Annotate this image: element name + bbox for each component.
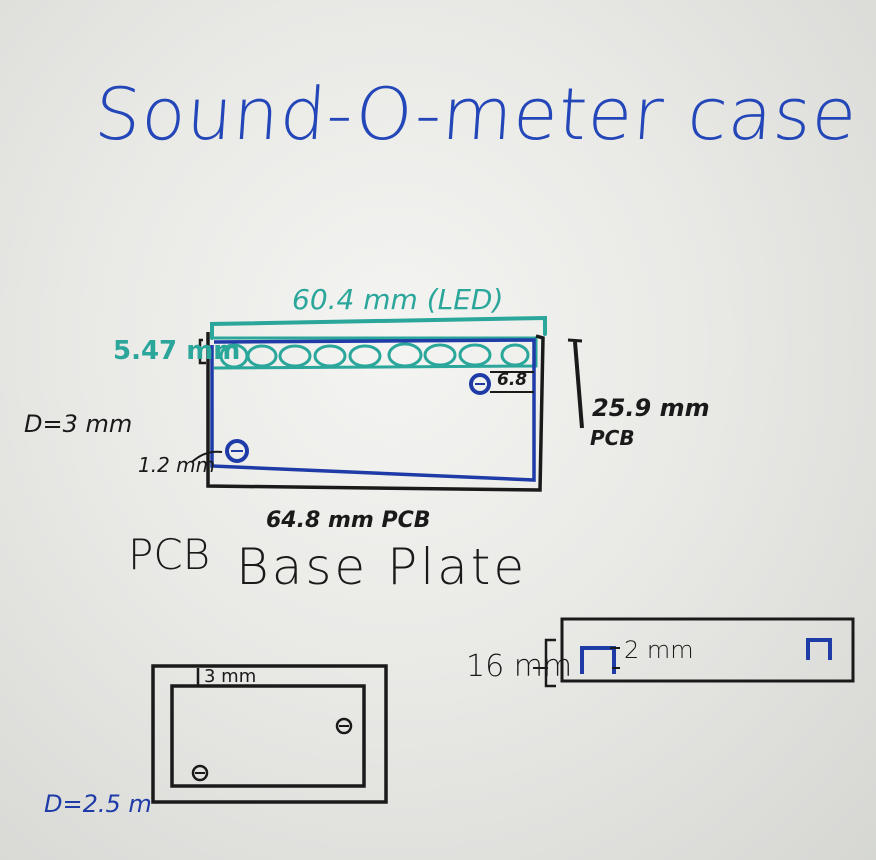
pcb-label: PCB xyxy=(128,530,211,579)
profile-height-label: 16 mm xyxy=(466,649,573,684)
hole-diameter-label: D=3 mm xyxy=(24,410,133,438)
wall-thickness-label: 3 mm xyxy=(204,666,257,687)
base-hole-diameter-label: D=2.5 m xyxy=(44,790,152,818)
height-label: 25.9 mm xyxy=(592,394,710,422)
page-title: Sound-O-meter case xyxy=(92,72,861,156)
height-pcb-label: PCB xyxy=(590,426,635,450)
led-height-label: 5.47 mm xyxy=(113,336,241,366)
width-label: 64.8 mm PCB xyxy=(266,508,431,533)
led-width-label: 60.4 mm (LED) xyxy=(292,283,504,316)
base-plate-label: Base Plate xyxy=(236,538,528,596)
hole-offset-label: 1.2 mm xyxy=(138,453,216,477)
clip-size-label: 2 mm xyxy=(624,636,694,664)
hole-top-right-label: 6.8 xyxy=(497,370,528,390)
